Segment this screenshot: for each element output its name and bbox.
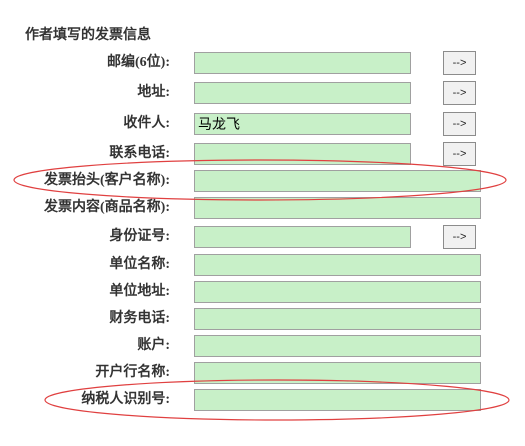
form-row-bank-name: 开户行名称: [0, 362, 525, 386]
phone-input[interactable] [194, 143, 411, 165]
address-fill-button[interactable]: --> [443, 81, 476, 105]
invoice-content-input[interactable] [194, 197, 481, 219]
form-row-invoice-content: 发票内容(商品名称): [0, 197, 525, 221]
form-row-taxpayer-id: 纳税人识别号: [0, 389, 525, 413]
form-row-phone: 联系电话: --> [0, 142, 525, 167]
form-row-company-address: 单位地址: [0, 281, 525, 305]
recipient-fill-button[interactable]: --> [443, 112, 476, 136]
company-address-label: 单位地址: [109, 284, 170, 299]
form-title: 作者填写的发票信息 [25, 28, 151, 43]
id-number-label: 身份证号: [109, 229, 170, 244]
form-row-finance-phone: 财务电话: [0, 308, 525, 332]
form-row-id-number: 身份证号: --> [0, 225, 525, 250]
postcode-fill-button[interactable]: --> [443, 51, 476, 75]
company-address-input[interactable] [194, 281, 481, 303]
form-row-invoice-title: 发票抬头(客户名称): [0, 170, 525, 194]
address-label: 地址: [137, 85, 170, 100]
company-name-input[interactable] [194, 254, 481, 276]
account-input[interactable] [194, 335, 481, 357]
phone-fill-button[interactable]: --> [443, 142, 476, 166]
id-number-input[interactable] [194, 226, 411, 248]
phone-label: 联系电话: [109, 146, 170, 161]
taxpayer-id-label: 纳税人识别号: [81, 392, 170, 407]
account-label: 账户: [137, 338, 170, 353]
recipient-input[interactable] [194, 113, 411, 135]
form-row-address: 地址: --> [0, 81, 525, 106]
postcode-input[interactable] [194, 52, 411, 74]
company-name-label: 单位名称: [109, 257, 170, 272]
form-row-recipient: 收件人: --> [0, 112, 525, 137]
bank-name-input[interactable] [194, 362, 481, 384]
postcode-label: 邮编(6位): [107, 55, 170, 70]
invoice-title-label: 发票抬头(客户名称): [44, 173, 170, 188]
taxpayer-id-input[interactable] [194, 389, 481, 411]
finance-phone-input[interactable] [194, 308, 481, 330]
form-row-postcode: 邮编(6位): --> [0, 51, 525, 76]
address-input[interactable] [194, 82, 411, 104]
recipient-label: 收件人: [123, 116, 170, 131]
invoice-content-label: 发票内容(商品名称): [44, 200, 170, 215]
bank-name-label: 开户行名称: [95, 365, 170, 380]
invoice-title-input[interactable] [194, 170, 481, 192]
id-number-fill-button[interactable]: --> [443, 225, 476, 249]
finance-phone-label: 财务电话: [109, 311, 170, 326]
form-row-company-name: 单位名称: [0, 254, 525, 278]
form-row-account: 账户: [0, 335, 525, 359]
